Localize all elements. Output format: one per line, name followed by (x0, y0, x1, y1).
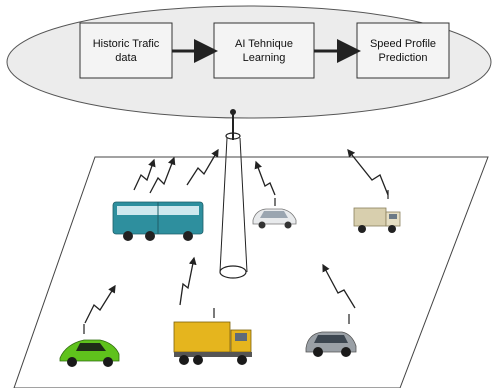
box-speed (356, 22, 450, 79)
green-car-image (56, 332, 122, 370)
ground-plane (13, 156, 489, 388)
link-truck-small (347, 148, 389, 196)
link-bus-1 (133, 158, 156, 191)
big-truck-image (171, 314, 255, 370)
link-car-green (84, 284, 116, 324)
link-truck-big (179, 256, 197, 306)
suv-image (302, 322, 360, 360)
box-historic (79, 22, 173, 79)
antenna-icon (225, 109, 241, 140)
beam-cone (219, 137, 248, 279)
link-car-white (254, 160, 276, 196)
white-car-image (249, 202, 299, 230)
link-bus-3 (186, 148, 219, 186)
vehicle-antennas (83, 190, 389, 334)
small-truck-image (350, 197, 404, 237)
link-suv (322, 263, 356, 309)
bus-image (110, 194, 206, 246)
link-bus-2 (149, 156, 176, 194)
box-ai (213, 22, 315, 79)
radio-links (84, 148, 389, 324)
